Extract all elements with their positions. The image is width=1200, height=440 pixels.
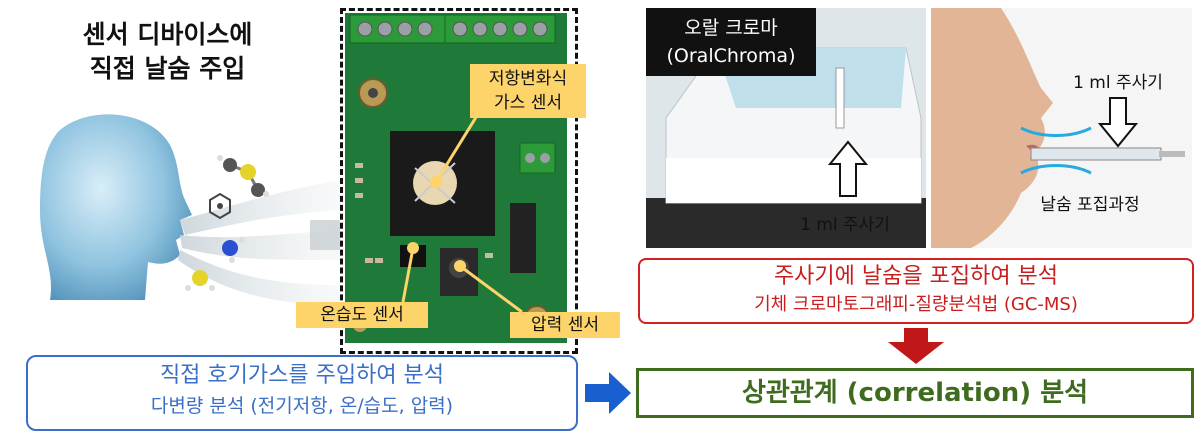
head-silhouette: [40, 114, 192, 300]
oralchroma-caption-line1: 오랄 크로마: [684, 17, 778, 39]
h2s-molecule-icon: [185, 270, 215, 291]
face-syringe-drawing: [931, 8, 1192, 248]
arrow-right-blue-icon: [585, 372, 631, 414]
pointer-line: [430, 113, 480, 188]
left-title: 센서 디바이스에 직접 날숨 주입: [40, 18, 295, 86]
pressure-sensor-label: 압력 센서: [510, 312, 620, 338]
oralchroma-syringe-label: 1 ml 주사기: [800, 215, 890, 235]
benzene-molecule-icon: [209, 192, 231, 220]
breath-collection-photo: [931, 8, 1192, 248]
ammonia-molecule-icon: [215, 237, 245, 263]
collection-process-label: 날숨 포집과정: [1040, 195, 1140, 215]
resistance-sensor-label-line2: 가스 센서: [494, 93, 562, 113]
breath-stream: [178, 250, 340, 305]
breath-illustration: [40, 114, 350, 305]
arrow-up-icon: [828, 140, 868, 197]
direct-analysis-line2: 다변량 분석 (전기저항, 온/습도, 압력): [150, 395, 454, 417]
breath-stream: [180, 230, 340, 260]
gcms-analysis-line2: 기체 크로마토그래피-질량분석법 (GC-MS): [754, 294, 1078, 315]
oralchroma-caption: 오랄 크로마 (OralChroma): [646, 8, 816, 76]
gcms-analysis-box: 주사기에 날숨을 포집하여 분석 기체 크로마토그래피-질량분석법 (GC-MS…: [638, 258, 1194, 324]
correlation-analysis-box: 상관관계 (correlation) 분석: [636, 368, 1194, 418]
direct-analysis-box: 직접 호기가스를 주입하여 분석 다변량 분석 (전기저항, 온/습도, 압력): [26, 355, 578, 431]
gcms-analysis-line1: 주사기에 날숨을 포집하여 분석: [773, 264, 1059, 289]
humidity-sensor-label: 온습도 센서: [296, 302, 428, 328]
left-title-line2: 직접 날숨 주입: [89, 54, 246, 83]
resistance-sensor-label: 저항변화식 가스 센서: [470, 64, 586, 118]
arrow-down-red-icon: [888, 328, 944, 364]
left-title-line1: 센서 디바이스에: [82, 20, 253, 49]
oralchroma-caption-line2: (OralChroma): [666, 45, 796, 67]
pointer-line: [401, 242, 419, 303]
pointer-line: [454, 260, 523, 314]
arrow-down-icon: [1098, 97, 1138, 148]
molecule-icon: [217, 155, 269, 197]
collection-syringe-label: 1 ml 주사기: [1073, 73, 1163, 93]
resistance-sensor-label-line1: 저항변화식: [488, 69, 568, 89]
breath-stream: [180, 180, 340, 235]
direct-analysis-line1: 직접 호기가스를 주입하여 분석: [159, 363, 445, 388]
